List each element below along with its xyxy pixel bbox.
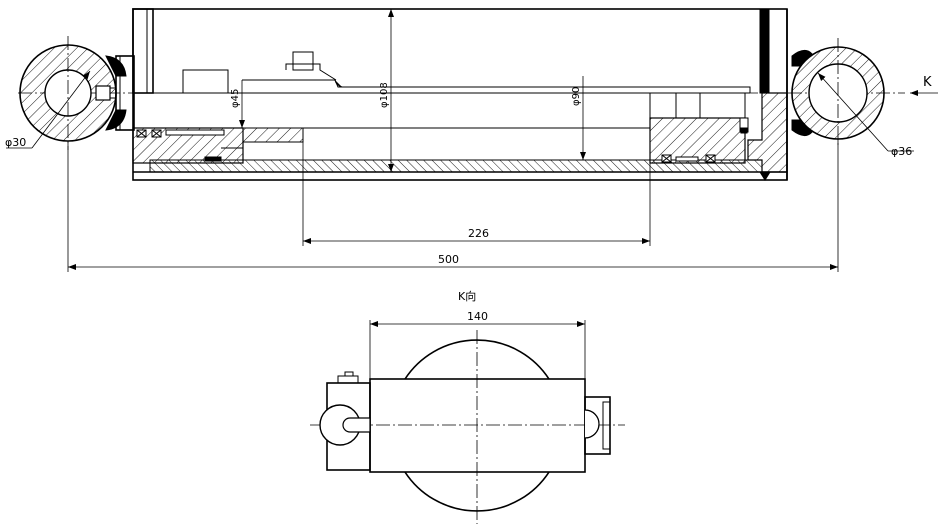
dim-overall: 500 [67, 139, 839, 272]
dim-width-label: 140 [467, 310, 488, 323]
dim-stroke: 226 [302, 142, 651, 246]
piston-rod [132, 51, 751, 129]
dim-rod: φ45 [230, 80, 245, 128]
dim-stroke-label: 226 [468, 227, 489, 240]
section-view: φ30 φ36 φ45 φ108 φ90 K [5, 8, 938, 272]
dim-inner: φ90 [571, 76, 586, 160]
view-arrow-k: K [910, 75, 938, 96]
k-flange [369, 378, 586, 473]
view-title: K向 [458, 289, 476, 303]
gland-section [132, 127, 304, 164]
k-cylinder-bottom-arc [404, 471, 550, 512]
dim-inner-label: φ90 [571, 87, 582, 106]
dim-right-eye: φ36 [817, 72, 914, 158]
dim-left-eye-label: φ30 [5, 136, 26, 149]
k-cylinder-top-arc [404, 339, 550, 380]
k-view: K向 140 [310, 289, 625, 524]
piston-section [649, 92, 749, 164]
dim-bore-label: φ108 [379, 82, 390, 108]
view-arrow-label: K [923, 75, 932, 90]
dim-left-eye: φ30 [5, 70, 91, 149]
end-cap-section [747, 92, 788, 173]
k-left-eye [319, 371, 371, 471]
k-right-eye [584, 396, 611, 455]
dim-overall-label: 500 [438, 253, 459, 266]
dim-bore: φ108 [379, 9, 394, 172]
dim-rod-label: φ45 [230, 89, 241, 108]
dim-right-eye-label: φ36 [891, 145, 912, 158]
